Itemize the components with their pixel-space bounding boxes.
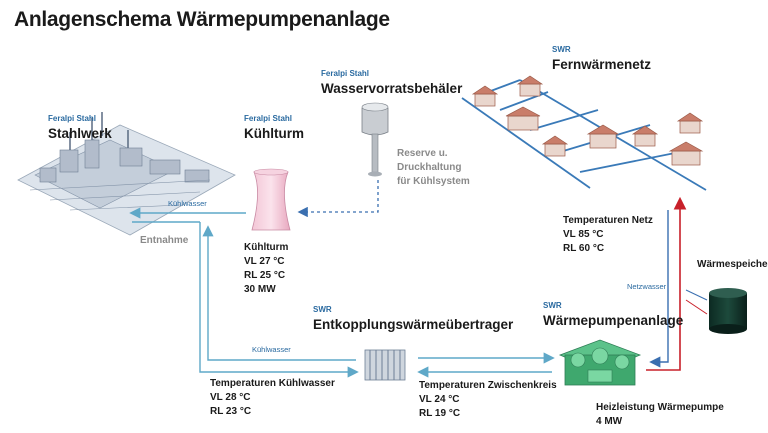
waermepumpe-name: Wärmepumpenanlage (543, 313, 684, 328)
page-title: Anlagenschema Wärmepumpenanlage (14, 8, 390, 31)
speicher-name: Wärmespeicher (697, 259, 768, 270)
water-tank-illustration (361, 102, 389, 177)
zwischenkreis-temperatures: Temperaturen Zwischenkreis VL 24 °C RL 1… (419, 380, 557, 419)
cooling-water-return-line (202, 225, 356, 361)
fernwaerme-name: Fernwärmenetz (552, 57, 652, 72)
flow-label-netzwasser: Netzwasser (627, 282, 667, 291)
network-supply-line (646, 196, 687, 371)
reserve-dashed-line (297, 180, 379, 218)
flow-label-kuehlwasser-bottom: Kühlwasser (252, 345, 291, 354)
behaelter-note: Reserve u. Druckhaltung für Kühlsystem (397, 148, 470, 187)
stahlwerk-owner: Feralpi Stahl (48, 114, 97, 123)
entkopplung-owner: SWR (313, 305, 332, 314)
behaelter-owner: Feralpi Stahl (321, 69, 370, 78)
kuehlturm-info: Kühlturm VL 27 °C RL 25 °C 30 MW (244, 242, 289, 295)
heat-exchanger-illustration (364, 349, 406, 381)
cooling-water-supply-line (199, 222, 359, 378)
entkopplung-name: Entkopplungswärmeübertrager (313, 317, 514, 332)
steel-plant-illustration (17, 112, 236, 236)
network-return-line (649, 210, 669, 368)
kuehlturm-owner: Feralpi Stahl (244, 114, 293, 123)
stahlwerk-name: Stahlwerk (48, 126, 112, 141)
flow-label-entnahme: Entnahme (140, 235, 189, 246)
fernwaerme-owner: SWR (552, 45, 571, 54)
flow-lines (129, 180, 708, 378)
fernwaerme-info: Temperaturen Netz VL 85 °C RL 60 °C (563, 215, 653, 254)
waermepumpe-owner: SWR (543, 301, 562, 310)
heat-pump-illustration (558, 339, 642, 386)
waermepumpe-info: Heizleistung Wärmepumpe 4 MW (596, 402, 724, 427)
heating-network-illustration (461, 75, 707, 191)
flow-label-kuehlwasser-top: Kühlwasser (168, 199, 207, 208)
behaelter-name: Wasservorratsbehäler (321, 81, 463, 96)
kuehlwasser-temperatures: Temperaturen Kühlwasser VL 28 °C RL 23 °… (210, 378, 335, 417)
heat-storage-illustration (709, 288, 747, 334)
cooling-tower-illustration (251, 168, 291, 231)
kuehlturm-name: Kühlturm (244, 126, 304, 141)
